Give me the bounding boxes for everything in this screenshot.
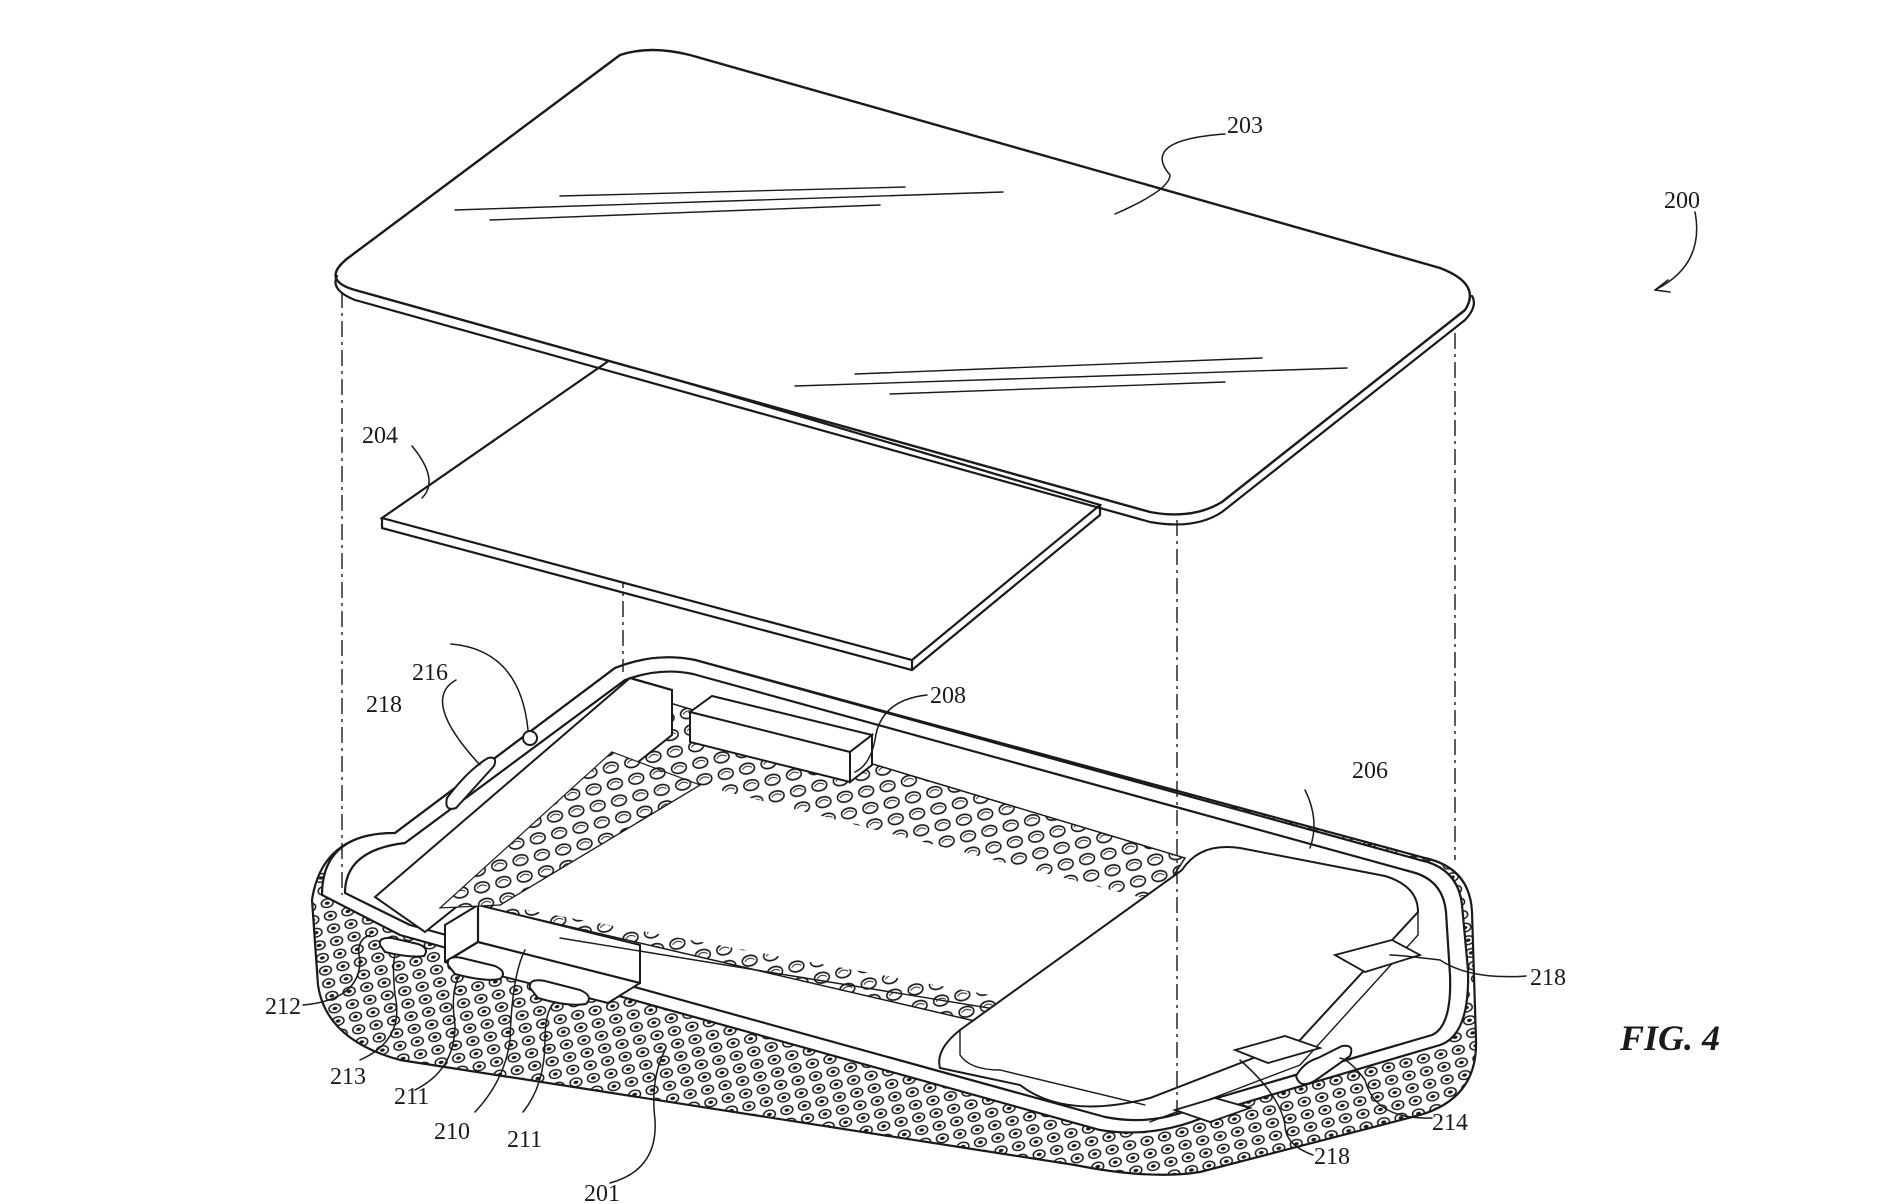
leader-lines (302, 133, 1698, 1184)
ref-208: 208 (930, 683, 966, 709)
ref-214: 214 (1432, 1110, 1468, 1136)
leader-216 (450, 643, 529, 731)
ref-210: 210 (434, 1119, 470, 1145)
leader-213 (359, 954, 398, 1061)
leader-211-a (414, 974, 461, 1091)
battery-206 (938, 846, 1420, 1123)
leader-204 (411, 445, 430, 499)
cover-glass-203 (334, 48, 1475, 526)
figure-label: FIG. 4 (1619, 1018, 1720, 1058)
leader-208 (854, 694, 928, 773)
leader-200 (1654, 211, 1698, 291)
ref-204: 204 (362, 423, 398, 449)
leader-203 (1114, 133, 1226, 215)
leader-211-b (522, 1001, 556, 1113)
reference-numerals: 203 200 204 216 218 208 206 218 212 213 … (265, 113, 1700, 1204)
leader-210 (474, 949, 526, 1113)
leader-218-bottom (1239, 1059, 1314, 1156)
ref-218-right: 218 (1530, 965, 1566, 991)
leader-206 (1304, 789, 1315, 849)
leader-212 (302, 934, 371, 1006)
ref-206: 206 (1352, 758, 1388, 784)
component-208 (687, 694, 875, 785)
ref-218-left: 218 (366, 692, 402, 718)
leader-218-left (441, 679, 481, 766)
ref-216: 216 (412, 660, 448, 686)
arrowhead-200 (1654, 279, 1671, 293)
leader-201 (609, 1049, 666, 1184)
leader-214 (1339, 1057, 1433, 1119)
housing-201 (310, 656, 1478, 1176)
leader-218-right (1389, 954, 1527, 978)
ref-201: 201 (584, 1181, 620, 1204)
ref-212: 212 (265, 994, 301, 1020)
ref-211-a: 211 (394, 1084, 429, 1110)
ref-213: 213 (330, 1064, 366, 1090)
ref-203: 203 (1227, 113, 1263, 139)
ref-218-bottom: 218 (1314, 1144, 1350, 1170)
ref-211-b: 211 (507, 1127, 542, 1153)
ref-200: 200 (1664, 188, 1700, 214)
